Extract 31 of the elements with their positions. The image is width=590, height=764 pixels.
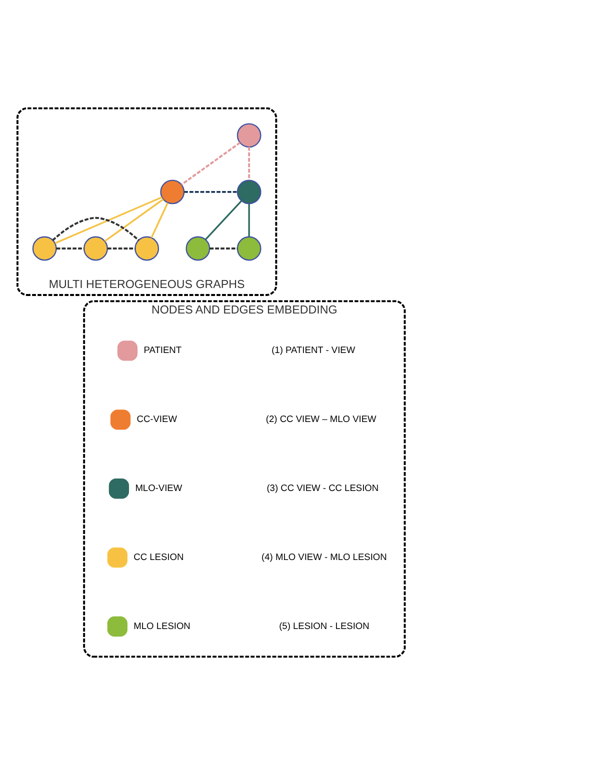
legend-label: MLO LESION xyxy=(134,620,190,630)
connector xyxy=(248,203,250,236)
connector xyxy=(104,198,164,242)
connector xyxy=(54,196,162,244)
node-circle xyxy=(84,236,108,260)
connector xyxy=(107,247,136,249)
cluster: MULTI HETEROGENEOUS GRAPHS xyxy=(16,106,278,296)
connector xyxy=(52,216,140,240)
node-circle xyxy=(236,122,262,148)
connector xyxy=(180,141,241,185)
legend-label: PATIENT xyxy=(144,344,182,355)
node-circle xyxy=(32,236,57,260)
connector xyxy=(204,200,242,240)
connector xyxy=(248,146,250,180)
legend-label: CC LESION xyxy=(134,551,184,562)
legend-label: MLO-VIEW xyxy=(135,482,182,493)
legend-label: (2) CC VIEW – MLO VIEW xyxy=(266,414,376,424)
legend-label: (4) MLO VIEW - MLO LESION xyxy=(262,551,387,562)
legend-label: CC-VIEW xyxy=(136,414,177,424)
node-circle xyxy=(134,236,160,260)
node-circle xyxy=(160,179,185,204)
legend-label: (3) CC VIEW - CC LESION xyxy=(266,482,379,493)
node-circle xyxy=(236,179,262,204)
connector xyxy=(184,190,238,192)
connector xyxy=(210,247,238,249)
legend-label: (5) LESION - LESION xyxy=(279,620,370,630)
node-circle xyxy=(186,236,210,260)
node-circle xyxy=(236,236,262,260)
connector xyxy=(150,202,168,238)
connector xyxy=(56,247,84,249)
legend-label: (1) PATIENT - VIEW xyxy=(272,344,356,355)
